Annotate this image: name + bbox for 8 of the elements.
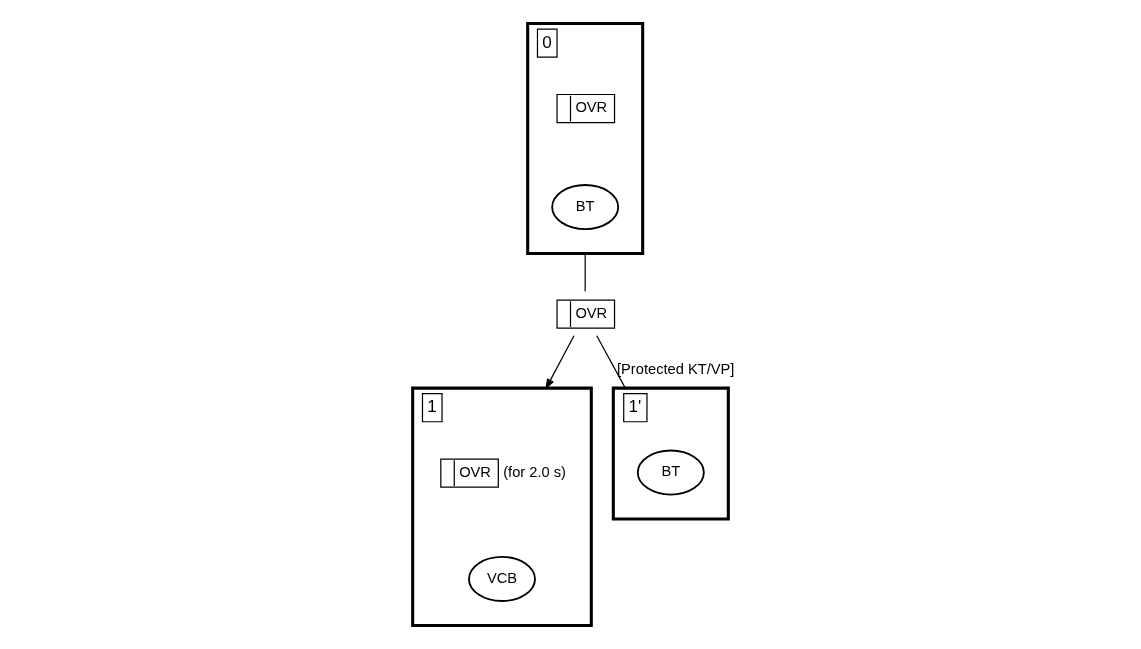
edge-label: [Protected KT/VP] (616, 361, 735, 378)
connector (584, 252, 586, 292)
node-ellipse: VCB (468, 556, 536, 602)
node-label: (for 2.0 s) (503, 463, 566, 480)
node-ellipse: BT (551, 184, 620, 230)
arrow (545, 335, 575, 390)
node-ellipse: BT (636, 449, 705, 496)
connector (596, 335, 626, 389)
